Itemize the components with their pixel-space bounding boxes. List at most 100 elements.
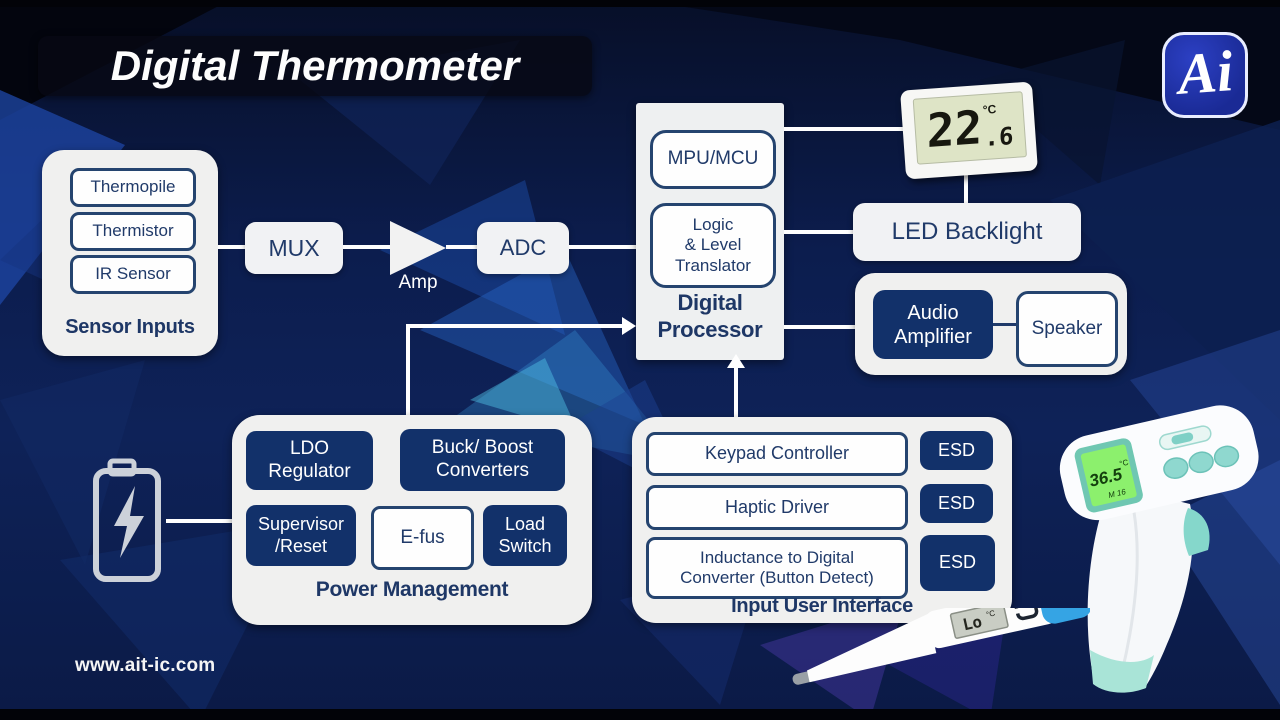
- keypad-controller-label: Keypad Controller: [704, 443, 850, 464]
- block-load-switch: Load Switch: [483, 505, 567, 566]
- line-battery-to-power: [166, 519, 232, 523]
- logic-line-3: Translator: [675, 255, 751, 275]
- stick-cap: [1038, 608, 1090, 624]
- supervisor-line-2: /Reset: [274, 535, 328, 556]
- line-adc-to-processor: [569, 245, 636, 249]
- block-ldo-regulator: LDO Regulator: [246, 431, 373, 490]
- arrowhead-into-processor-left: [622, 317, 636, 335]
- block-logic-level-translator: Logic & Level Translator: [650, 203, 776, 288]
- arrowhead-into-processor-bottom: [727, 354, 745, 368]
- block-inductance-converter: Inductance to Digital Converter (Button …: [646, 537, 908, 599]
- dp-label-line-1: Digital: [677, 290, 743, 315]
- thermistor-label: Thermistor: [92, 221, 174, 241]
- ldo-line-2: Regulator: [268, 460, 351, 482]
- line-power-vertical: [406, 327, 410, 415]
- line-mux-to-amp: [343, 245, 390, 249]
- power-management-panel: LDO Regulator Buck/ Boost Converters Sup…: [232, 415, 592, 625]
- line-sensor-to-mux: [218, 245, 245, 249]
- sensor-inputs-label: Sensor Inputs: [65, 316, 195, 338]
- block-ir-sensor: IR Sensor: [70, 255, 196, 294]
- block-keypad-controller: Keypad Controller: [646, 432, 908, 476]
- dp-label-line-2: Processor: [657, 317, 763, 342]
- block-mux: MUX: [245, 222, 343, 274]
- website-text: www.ait-ic.com: [75, 655, 216, 676]
- block-efus: E-fus: [371, 506, 474, 570]
- brand-logo-icon: Ai: [1162, 32, 1248, 118]
- stick-display-value: Lo: [961, 612, 984, 635]
- ir-gun-device: 36.5 °C M 16: [1059, 405, 1259, 693]
- adc-label: ADC: [499, 235, 547, 260]
- stick-body-taper: [807, 614, 937, 683]
- stick-display-unit: °C: [985, 608, 996, 619]
- buck-line-1: Buck/ Boost: [431, 437, 534, 459]
- audio-panel: Audio Amplifier Speaker: [855, 273, 1127, 375]
- block-audio-amplifier: Audio Amplifier: [873, 290, 993, 359]
- audio-amp-line-1: Audio: [907, 301, 959, 324]
- mpu-mcu-label: MPU/MCU: [667, 148, 759, 170]
- digital-processor-panel: MPU/MCU Logic & Level Translator Digital…: [636, 103, 784, 360]
- input-user-interface-panel: Keypad Controller ESD Haptic Driver ESD …: [632, 417, 1012, 623]
- speaker-label: Speaker: [1031, 317, 1103, 339]
- title-banner: Digital Thermometer: [38, 36, 592, 96]
- led-backlight-label: LED Backlight: [891, 218, 1043, 245]
- block-mpu-mcu: MPU/MCU: [650, 130, 776, 189]
- lightning-icon: [114, 486, 144, 558]
- stick-tip: [792, 671, 813, 685]
- power-management-label: Power Management: [315, 578, 509, 601]
- gun-button-2: [1188, 451, 1214, 474]
- ir-sensor-label: IR Sensor: [95, 264, 171, 284]
- efus-label: E-fus: [400, 526, 445, 548]
- gun-button-3: [1213, 445, 1240, 468]
- ldo-line-1: LDO: [289, 437, 330, 459]
- lcd-temperature-decimal: .6: [984, 121, 1014, 152]
- stick-thermometer-device: Lo °C: [792, 608, 1090, 685]
- esd-label-3: ESD: [938, 552, 976, 573]
- lcd-temperature-value: 22: [926, 100, 983, 159]
- logic-line-2: & Level: [684, 235, 742, 255]
- thermopile-label: Thermopile: [90, 177, 176, 197]
- gun-base-cap: [1090, 650, 1154, 693]
- audio-amp-line-2: Amplifier: [894, 325, 972, 348]
- load-line-1: Load: [504, 513, 546, 534]
- block-thermopile: Thermopile: [70, 168, 196, 207]
- logic-line-1: Logic: [692, 214, 734, 234]
- gun-trigger: [1183, 508, 1210, 556]
- block-supervisor-reset: Supervisor /Reset: [246, 505, 356, 566]
- block-led-backlight: LED Backlight: [853, 203, 1081, 261]
- line-input-ui-vertical: [734, 366, 738, 418]
- gun-temperature-unit: °C: [1118, 458, 1129, 469]
- block-buck-boost: Buck/ Boost Converters: [400, 429, 565, 491]
- buck-line-2: Converters: [436, 460, 529, 481]
- supervisor-line-1: Supervisor: [257, 513, 345, 534]
- line-power-horizontal: [406, 324, 624, 328]
- panel-thermometer-screen: 22 °C .6: [912, 91, 1027, 165]
- lcd-temperature-unit: °C: [982, 102, 997, 117]
- panel-thermometer-device: 22 °C .6: [900, 81, 1038, 180]
- esd-badge-3: ESD: [920, 535, 995, 591]
- esd-badge-1: ESD: [920, 431, 993, 470]
- block-thermistor: Thermistor: [70, 212, 196, 251]
- block-speaker: Speaker: [1016, 291, 1118, 367]
- amp-label: Amp: [398, 272, 438, 293]
- line-amp-to-adc: [446, 245, 477, 249]
- esd-badge-2: ESD: [920, 484, 993, 523]
- block-haptic-driver: Haptic Driver: [646, 485, 908, 530]
- digital-processor-label: Digital Processor: [636, 289, 784, 343]
- gun-memory-readout: M 16: [1107, 487, 1127, 500]
- load-line-2: Switch: [498, 535, 552, 556]
- amp-symbol: [390, 221, 446, 275]
- input-user-interface-label: Input User Interface: [731, 595, 913, 617]
- block-adc: ADC: [477, 222, 569, 274]
- battery-icon: [93, 458, 161, 582]
- gun-button-1: [1163, 457, 1189, 480]
- line-amplifier-to-speaker: [993, 323, 1016, 326]
- sensor-inputs-panel: Thermopile Thermistor IR Sensor Sensor I…: [42, 150, 218, 356]
- haptic-driver-label: Haptic Driver: [724, 496, 830, 517]
- esd-label-2: ESD: [937, 492, 975, 513]
- gun-handle: [1087, 488, 1193, 686]
- inductance-line-2: Converter (Button Detect): [680, 568, 874, 587]
- logo-text: Ai: [1175, 37, 1235, 107]
- page-title: Digital Thermometer: [110, 42, 520, 89]
- inductance-line-1: Inductance to Digital: [699, 547, 855, 567]
